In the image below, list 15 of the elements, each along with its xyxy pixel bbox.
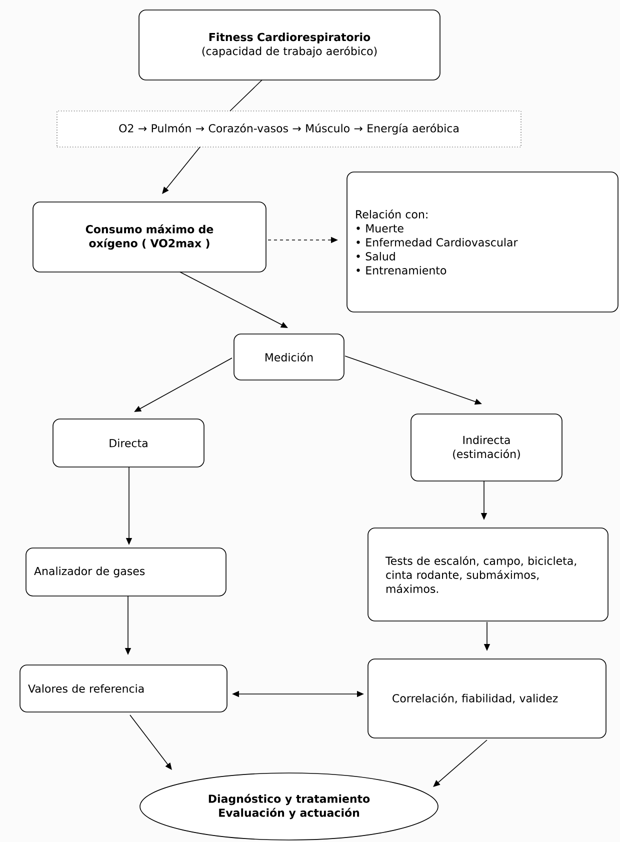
title-box: Fitness Cardiorespiratorio (capacidad de trabajo aeróbico) <box>138 10 440 80</box>
arrow <box>130 714 172 770</box>
process-box: Correlación, fiabilidad, validez <box>368 658 606 738</box>
process-box: Valores de referencia <box>20 664 228 712</box>
process-box: Directa <box>52 418 204 468</box>
arrow <box>162 146 200 194</box>
arrow <box>134 358 232 412</box>
process-box: Medición <box>234 334 344 380</box>
process-box: Consumo máximo de oxígeno ( VO2max ) <box>32 202 266 272</box>
process-box: Indirecta (estimación) <box>410 414 562 482</box>
process-box: Analizador de gases <box>26 548 226 596</box>
list-box: Relación con: • Muerte • Enfermedad Cardiovascular • Salud • Entrenamiento <box>346 172 618 312</box>
process-box: Tests de escalón, campo, bicicleta, cinta rodante, submáximos, máximos. <box>368 528 608 622</box>
chain-box: O2 → Pulmón → Corazón-vasos → Músculo → Energía aeróbica <box>56 110 522 148</box>
arrow <box>433 740 488 787</box>
